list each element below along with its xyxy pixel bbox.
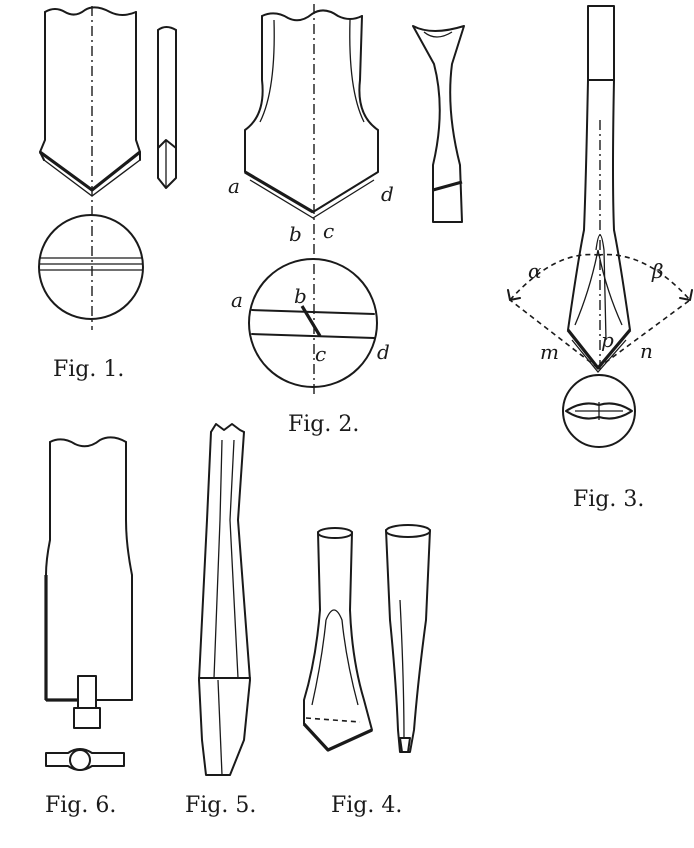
fig6-chisel-view xyxy=(44,436,133,729)
fig6-caption: Fig. 6. xyxy=(45,793,116,818)
fig1-group: Fig. 1. xyxy=(38,6,177,382)
fig3-label-m: m xyxy=(540,340,559,364)
fig1-chisel-side-view xyxy=(157,26,177,189)
fig1-chisel-front-view xyxy=(39,6,141,330)
fig2-label-c: c xyxy=(323,219,334,243)
fig4-chisel-side-view xyxy=(385,524,431,753)
fig3-group: α β m p n Fig. 3. xyxy=(507,5,693,512)
fig1-cross-section-circle xyxy=(38,214,144,320)
fig6-cross-section xyxy=(45,748,125,771)
fig3-cross-section-circle xyxy=(562,374,636,448)
fig2-section-label-a: a xyxy=(231,288,243,312)
fig6-group: Fig. 6. xyxy=(44,436,133,818)
fig2-section-label-d: d xyxy=(377,340,390,364)
fig2-cross-section-circle xyxy=(248,258,378,388)
fig4-chisel-front-view xyxy=(302,527,373,752)
fig3-angle-arcs xyxy=(507,253,693,369)
fig5-caption: Fig. 5. xyxy=(185,793,256,818)
fig2-caption: Fig. 2. xyxy=(288,412,359,437)
fig4-caption: Fig. 4. xyxy=(331,793,402,818)
fig1-caption: Fig. 1. xyxy=(53,357,124,382)
fig2-chisel-side-view xyxy=(412,25,465,223)
fig2-chisel-front-view xyxy=(244,4,379,395)
fig5-group: Fig. 5. xyxy=(185,423,256,818)
fig5-chisel-view xyxy=(198,423,251,776)
fig2-section-label-c: c xyxy=(315,342,326,366)
fig2-group: a b c d a b c d Fig. 2. xyxy=(228,4,465,437)
fig2-label-d: d xyxy=(381,182,394,206)
fig2-label-a: a xyxy=(228,174,240,198)
fig3-label-beta: β xyxy=(651,259,664,283)
fig2-section-label-b: b xyxy=(294,284,307,308)
fig3-caption: Fig. 3. xyxy=(573,487,644,512)
fig3-chisel-view xyxy=(566,5,632,374)
fig3-label-alpha: α xyxy=(528,259,542,283)
fig4-group: Fig. 4. xyxy=(302,524,431,818)
fig2-label-b: b xyxy=(289,222,302,246)
fig3-label-p: p xyxy=(601,328,614,352)
fig3-label-n: n xyxy=(640,339,653,363)
